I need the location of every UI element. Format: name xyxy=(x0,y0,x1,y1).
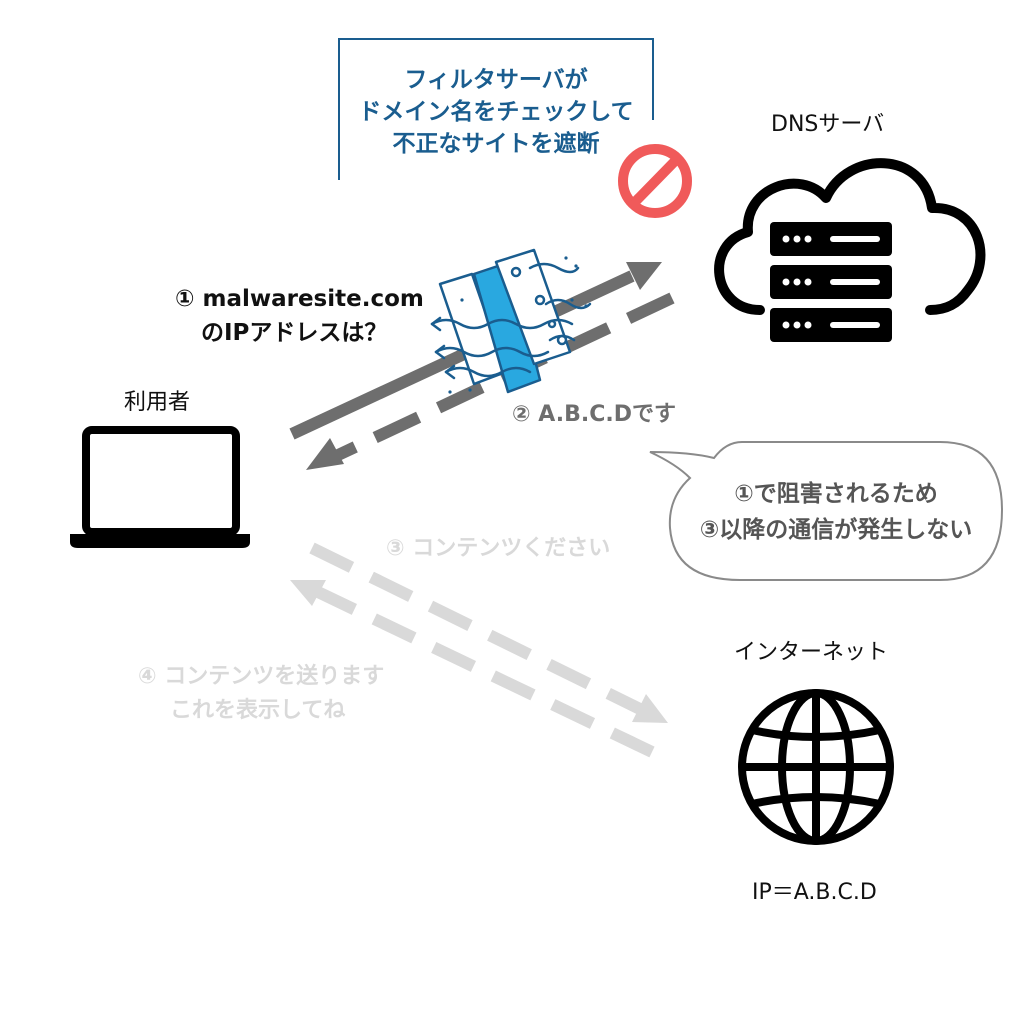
dns-server-label: DNSサーバ xyxy=(771,112,885,137)
filter-note-line-2: ドメイン名をチェックして xyxy=(358,99,634,125)
callout-text: ①で阻害されるため ③以降の通信が発生しない xyxy=(676,476,996,548)
step1-line-1: ① malwaresite.com xyxy=(175,286,424,312)
filter-note-box xyxy=(338,38,654,180)
step4-line-1: ④ コンテンツを送ります xyxy=(138,664,385,689)
step4-line-2: これを表示してね xyxy=(170,698,346,723)
filter-note-line-3: 不正なサイトを遮断 xyxy=(392,131,600,157)
step3-text: ③ コンテンツください xyxy=(386,536,611,561)
filter-icon xyxy=(430,248,592,394)
block-icon xyxy=(618,144,692,218)
step1-line-2: のIPアドレスは？ xyxy=(201,320,388,346)
step3-arrow xyxy=(309,542,668,723)
user-label: 利用者 xyxy=(124,390,191,415)
dns-server-icon xyxy=(714,158,986,342)
step4-arrow xyxy=(290,580,655,758)
step1-text: ① malwaresite.com のIPアドレスは？ xyxy=(175,282,424,350)
laptop-icon xyxy=(70,426,250,548)
internet-label: インターネット xyxy=(734,640,889,665)
filter-note-text: フィルタサーバが ドメイン名をチェックして 不正なサイトを遮断 xyxy=(340,64,652,160)
step1-arrow xyxy=(289,262,662,440)
filter-note-line-1: フィルタサーバが xyxy=(404,67,588,93)
callout-line-1: ①で阻害されるため xyxy=(734,481,938,507)
globe-icon xyxy=(738,689,894,845)
step2-text: ② A.B.C.Dです xyxy=(512,402,676,427)
callout-line-2: ③以降の通信が発生しない xyxy=(699,517,973,543)
callout-bubble xyxy=(649,441,1004,581)
step4-text: ④ コンテンツを送ります これを表示してね xyxy=(138,660,384,728)
internet-ip-label: IP＝A.B.C.D xyxy=(752,880,877,905)
